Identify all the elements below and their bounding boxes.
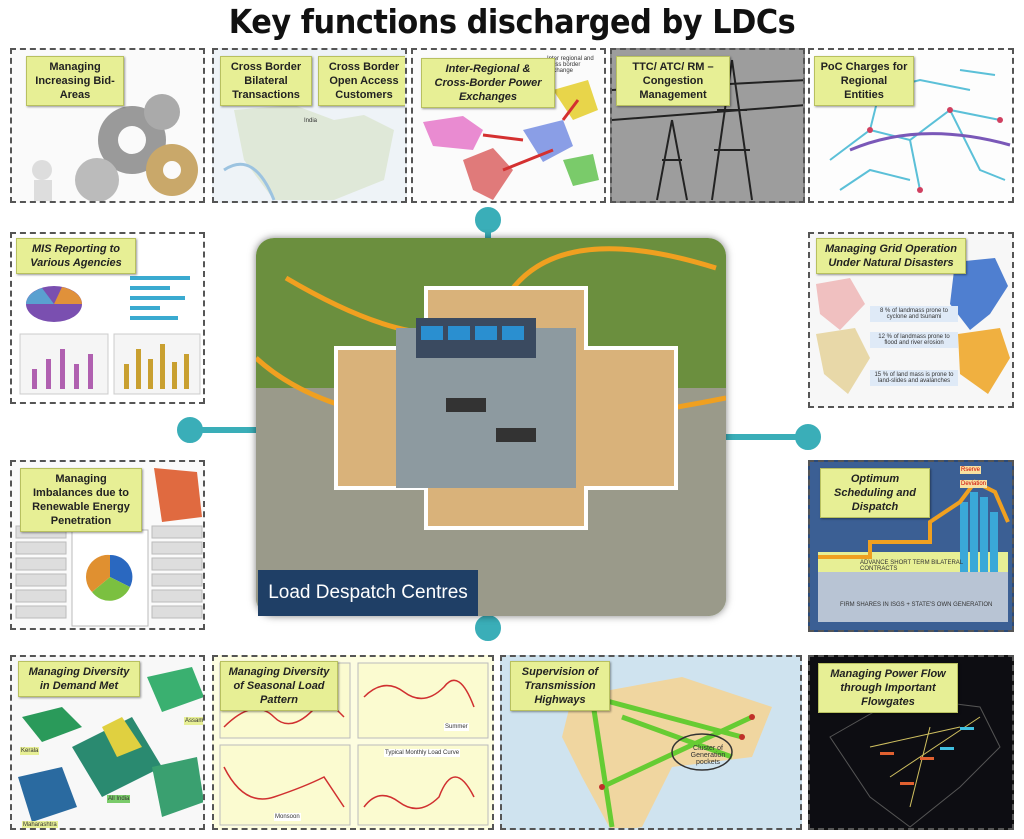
control-room-render xyxy=(256,238,726,616)
disaster-note-landslide: 15 % of land mass is prone to land-slide… xyxy=(870,370,958,386)
label-cb-bilateral: Cross Border Bilateral Transactions xyxy=(220,56,312,106)
surface-plots xyxy=(18,667,203,822)
panel-transmission: Cluster of Generation pockets Supervisio… xyxy=(500,655,802,830)
scheduling-deviation: Deviation xyxy=(960,480,988,488)
map-label-india: India xyxy=(304,118,318,124)
panel-cross-border: India Cross Border Bilateral Transaction… xyxy=(212,48,407,203)
transmission-note: Cluster of Generation pockets xyxy=(690,745,726,766)
network-illustration xyxy=(829,69,1011,193)
exchange-note: Inter regional and cross border exchange xyxy=(547,56,594,74)
diversity-maharashtra: Maharashtra xyxy=(22,821,58,828)
scheduling-reserve: Rserve xyxy=(960,466,982,474)
center-caption: Load Despatch Centres xyxy=(258,570,478,616)
scheduling-firm: FIRM SHARES IN ISGS + STATE'S OWN GENERA… xyxy=(840,602,993,608)
label-bid-areas: Managing Increasing Bid-Areas xyxy=(26,56,124,106)
seasonal-summer: Summer xyxy=(444,723,469,731)
seasonal-monsoon: Monsoon xyxy=(274,813,301,821)
panel-disasters: 8 % of landmass prone to cyclone and tsu… xyxy=(808,232,1014,408)
disaster-note-cyclone: 8 % of landmass prone to cyclone and tsu… xyxy=(870,306,958,322)
panel-diversity-demand: Kerala Assam All India Maharashtra Manag… xyxy=(10,655,205,830)
center-illustration xyxy=(256,238,726,616)
diversity-all-india: All India xyxy=(107,795,131,803)
panel-ttc: TTC/ ATC/ RM – Congestion Management xyxy=(610,48,805,203)
panel-exchanges: Inter regional and cross border exchange… xyxy=(411,48,606,203)
mis-charts xyxy=(19,276,201,395)
panel-imbalances: Managing Imbalances due to Renewable Ene… xyxy=(10,460,205,630)
panel-scheduling: Rserve Deviation ADVANCE SHORT TERM BILA… xyxy=(808,460,1014,632)
label-transmission: Supervision of Transmission Highways xyxy=(510,661,610,711)
label-scheduling: Optimum Scheduling and Dispatch xyxy=(820,468,930,518)
label-cb-open-access: Cross Border Open Access Customers xyxy=(318,56,405,106)
diversity-assam: Assam xyxy=(184,717,204,725)
label-seasonal: Managing Diversity of Seasonal Load Patt… xyxy=(220,661,338,711)
disaster-maps xyxy=(816,258,1010,394)
label-poc: PoC Charges for Regional Entities xyxy=(814,56,914,106)
label-diversity-demand: Managing Diversity in Demand Met xyxy=(18,661,140,697)
label-ttc: TTC/ ATC/ RM – Congestion Management xyxy=(616,56,730,106)
diversity-kerala: Kerala xyxy=(20,747,40,755)
seasonal-typical: Typical Monthly Load Curve xyxy=(384,749,461,757)
page-title: Key functions discharged by LDCs xyxy=(228,2,796,41)
map-illustration xyxy=(223,105,394,201)
panel-mis: MIS Reporting to Various Agencies xyxy=(10,232,205,404)
disaster-note-flood: 12 % of landmass prone to flood and rive… xyxy=(870,332,958,348)
panel-poc: PoC Charges for Regional Entities xyxy=(808,48,1014,203)
label-disasters: Managing Grid Operation Under Natural Di… xyxy=(816,238,966,274)
label-exchanges: Inter-Regional & Cross-Border Power Exch… xyxy=(421,58,555,108)
renewable-charts xyxy=(15,468,203,627)
panel-seasonal: Summer Monsoon Typical Monthly Load Curv… xyxy=(212,655,494,830)
panel-bid-areas: Managing Increasing Bid-Areas xyxy=(10,48,205,203)
scheduling-contracts: ADVANCE SHORT TERM BILATERAL CONTRACTS xyxy=(860,560,963,572)
label-flowgates: Managing Power Flow through Important Fl… xyxy=(818,663,958,713)
label-imbalances: Managing Imbalances due to Renewable Ene… xyxy=(20,468,142,532)
panel-flowgates: Managing Power Flow through Important Fl… xyxy=(808,655,1014,830)
label-mis: MIS Reporting to Various Agencies xyxy=(16,238,136,274)
gears-illustration xyxy=(32,94,198,201)
exchange-map xyxy=(423,80,599,200)
